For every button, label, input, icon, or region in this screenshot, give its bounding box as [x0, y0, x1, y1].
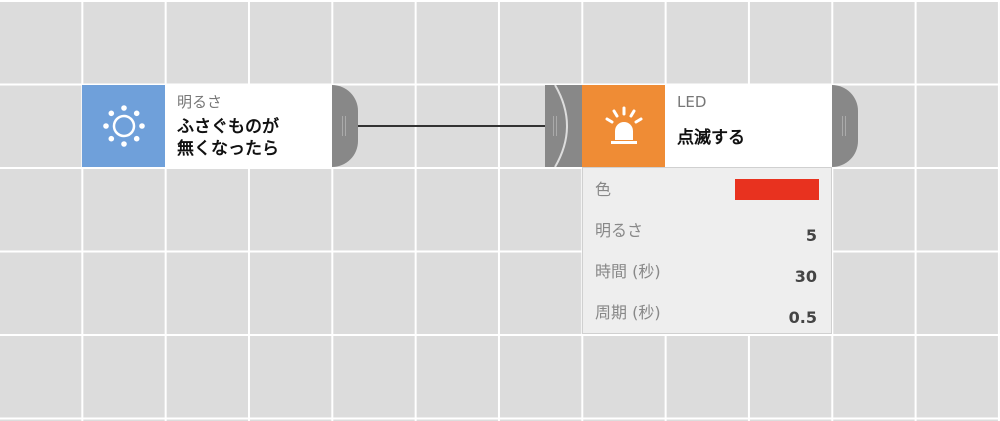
input-port[interactable]: [545, 85, 582, 167]
output-port[interactable]: [332, 85, 358, 167]
node-title-line1: ふさぐものが: [177, 117, 279, 137]
output-port[interactable]: [832, 85, 858, 167]
property-period[interactable]: 周期 (秒) 0.5: [583, 291, 831, 332]
properties-panel: 色 明るさ 5 時間 (秒) 30 周期 (秒) 0.5: [582, 167, 832, 334]
color-swatch[interactable]: [735, 179, 819, 200]
sun-icon: [82, 85, 165, 167]
trigger-node-brightness[interactable]: 明るさ ふさぐものが 無くなったら: [82, 85, 358, 167]
property-value: 5: [805, 226, 817, 245]
property-label: 明るさ: [595, 221, 644, 240]
action-node-led[interactable]: LED 点滅する: [582, 85, 858, 167]
node-title: 点滅する: [677, 128, 745, 148]
node-category: LED: [677, 93, 707, 111]
property-value: 30: [794, 267, 817, 286]
node-title-line2: 無くなったら: [177, 139, 279, 159]
property-value: 0.5: [788, 308, 817, 327]
property-brightness[interactable]: 明るさ 5: [583, 209, 831, 250]
property-color[interactable]: 色: [583, 168, 831, 209]
property-label: 時間 (秒): [595, 262, 661, 281]
property-label: 色: [595, 180, 612, 199]
node-category: 明るさ: [177, 93, 223, 111]
property-label: 周期 (秒): [595, 303, 661, 322]
property-duration[interactable]: 時間 (秒) 30: [583, 250, 831, 291]
connection-wire[interactable]: [358, 125, 548, 127]
beacon-light-icon: [582, 85, 665, 167]
